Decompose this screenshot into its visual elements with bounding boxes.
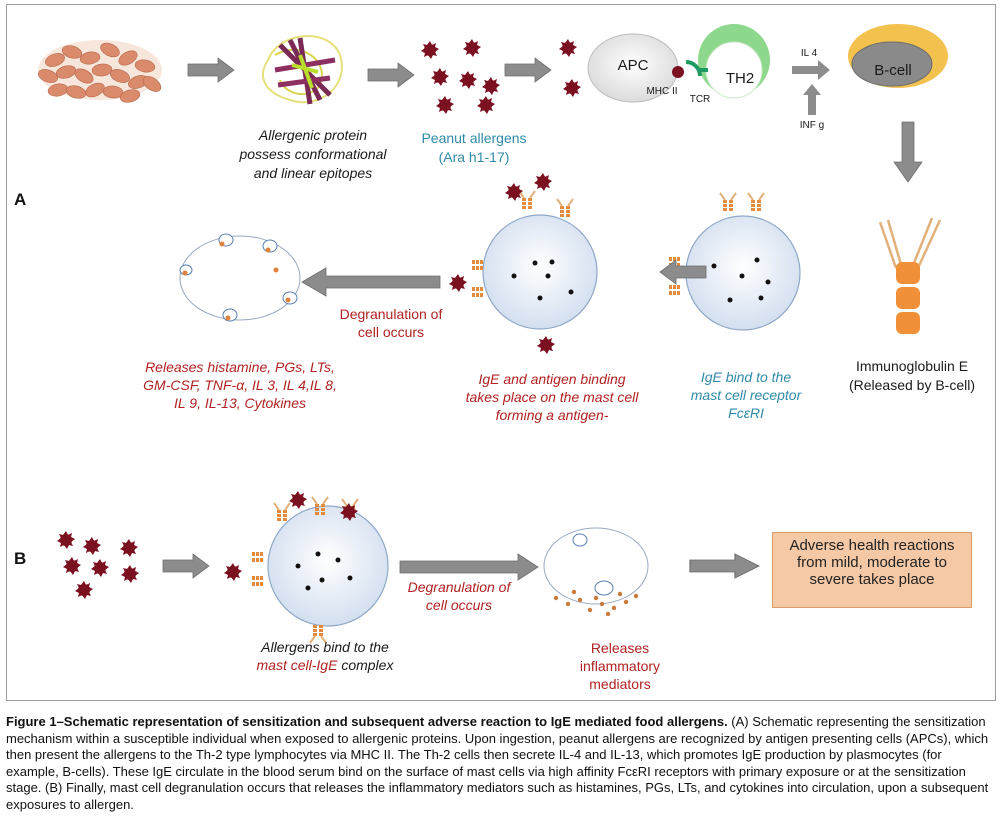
arrow-cell2-to-degranulated <box>301 267 441 297</box>
mhc2-label: MHC II <box>646 86 678 97</box>
allergens-bind-text-3: complex <box>337 657 394 673</box>
allergenic-protein-label: Allergenic protein possess conformationa… <box>239 127 387 181</box>
apc-label: APC <box>617 57 649 74</box>
ara-label: (Ara h1-17) <box>438 149 510 165</box>
arrow-peanut-to-protein <box>187 57 235 83</box>
figure-caption: Figure 1–Schematic representation of sen… <box>6 714 996 814</box>
peanut-allergens-label: Peanut allergens <box>421 130 527 146</box>
arrow-protein-to-allergens <box>367 62 415 88</box>
mast-cell-antigen <box>449 173 598 354</box>
degranulated-cell-b <box>543 527 649 617</box>
bcell-shape <box>848 24 948 88</box>
allergen-cluster-a <box>421 39 500 114</box>
allergens-bind-text-1: Allergens bind to the <box>261 639 389 655</box>
tcr-label: TCR <box>689 94 711 105</box>
figure-frame <box>6 4 996 701</box>
degranulated-cell-a <box>179 233 301 322</box>
mast-cell-b <box>224 491 389 644</box>
mast-cell-ige <box>669 192 801 331</box>
allergens-bind-label: Allergens bind to the mast cell-IgE comp… <box>220 638 430 674</box>
ige-bind-label: IgE bind to the mast cell receptor <box>690 369 802 403</box>
allergen-cluster-b <box>57 531 139 599</box>
section-a-label: A <box>14 190 27 209</box>
caption-body: (A) Schematic representing the sensitiza… <box>6 714 989 812</box>
antigen-binding-label: IgE and antigen binding takes place on t… <box>465 371 639 423</box>
section-b-label: B <box>14 549 27 568</box>
fceri-label: FcεRI <box>728 405 764 421</box>
arrow-b-cell-to-degranulated <box>399 553 539 581</box>
ige-label-line2: (Released by B-cell) <box>848 377 976 393</box>
il4-label: IL 4 <box>800 48 818 59</box>
th2-label: TH2 <box>725 70 755 87</box>
caption-lead: Figure 1–Schematic representation of sen… <box>6 714 728 729</box>
diagram-canvas <box>38 24 948 644</box>
arrow-b-to-adverse <box>689 553 760 579</box>
releases-b-label: Releases inflammatory mediators <box>579 640 661 692</box>
il4-arrow <box>792 60 830 80</box>
degranulation-a-label: Degranulation of cell occurs <box>339 306 443 340</box>
infg-arrow <box>803 84 821 115</box>
arrow-b-allergens-to-cell <box>162 553 210 579</box>
ige-antibody <box>878 217 942 334</box>
protein-structure-image <box>262 35 343 105</box>
apc-th2-complex <box>559 24 770 103</box>
allergens-bind-text-2: mast cell-IgE <box>256 657 338 673</box>
releases-a-label: Releases histamine, PGs, LTs, GM-CSF, TN… <box>143 359 337 411</box>
degranulation-b-label: Degranulation of cell occurs <box>407 579 511 613</box>
arrow-allergens-to-apc <box>504 57 552 83</box>
adverse-reaction-box: Adverse health reactions from mild, mode… <box>772 532 972 608</box>
infg-label: INF g <box>799 120 825 131</box>
peanuts-image <box>38 40 162 103</box>
bcell-label: B-cell <box>874 62 912 79</box>
arrow-bcell-down <box>893 121 923 183</box>
ige-label-line1: Immunoglobulin E <box>855 358 969 374</box>
